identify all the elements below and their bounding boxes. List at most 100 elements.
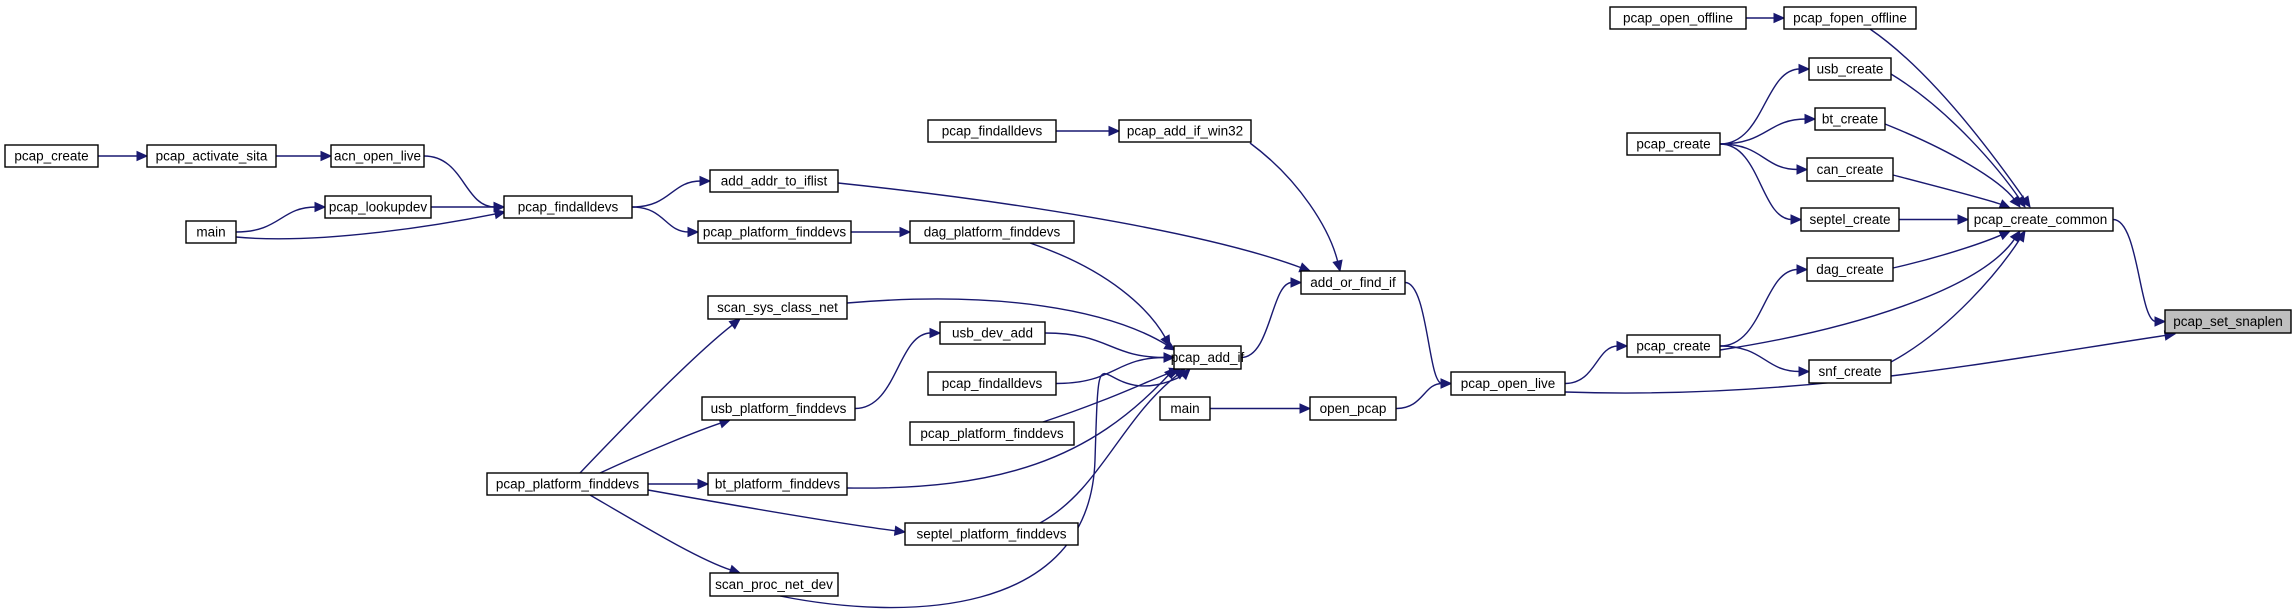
- node-box: [1309, 396, 1397, 421]
- edge-arrowhead: [2009, 195, 2021, 208]
- node-label: dag_create: [1816, 262, 1884, 277]
- node-septel-create[interactable]: septel_create: [1800, 207, 1900, 232]
- edge-line: [235, 213, 497, 240]
- node-findalldevs-mid[interactable]: pcap_findalldevs: [927, 371, 1057, 396]
- edge-line: [589, 494, 732, 571]
- node-label: bt_create: [1822, 112, 1878, 127]
- node-box: [1808, 359, 1892, 384]
- node-box: [1814, 107, 1886, 131]
- edge-line: [423, 155, 496, 208]
- edge-line: [1719, 238, 2016, 351]
- node-usb-create[interactable]: usb_create: [1808, 57, 1892, 81]
- node-label: usb_dev_add: [952, 326, 1033, 341]
- node-acn-open-live[interactable]: acn_open_live: [330, 144, 425, 168]
- node-septel-platform[interactable]: septel_platform_finddevs: [904, 522, 1079, 546]
- node-label: main: [1170, 401, 1199, 416]
- edge-line: [599, 422, 722, 474]
- node-open-live[interactable]: pcap_open_live: [1450, 371, 1566, 396]
- edge-pcap_create_top-to-septel_create: [1719, 143, 1803, 225]
- node-open-pcap[interactable]: open_pcap: [1309, 396, 1397, 421]
- node-platform-mid[interactable]: pcap_platform_finddevs: [909, 421, 1075, 446]
- edge-platform_left-to-scan_proc: [589, 494, 742, 575]
- edge-line: [579, 323, 734, 474]
- edge-platform_mid-to-pcap_add_if: [1039, 367, 1182, 424]
- edge-arrowhead: [697, 478, 710, 490]
- node-main-left[interactable]: main: [185, 220, 237, 244]
- node-set-snaplen[interactable]: pcap_set_snaplen: [2164, 309, 2292, 334]
- node-box: [330, 144, 425, 168]
- node-main-right[interactable]: main: [1159, 396, 1211, 421]
- node-label: pcap_create: [1636, 137, 1710, 152]
- edge-line: [1890, 73, 2021, 200]
- node-box: [503, 195, 633, 219]
- node-box: [1800, 207, 1900, 232]
- node-pcap-create-mid[interactable]: pcap_create: [1626, 334, 1721, 358]
- edge-findalldevs_top-to-add_if_win32: [1056, 125, 1121, 137]
- edge-arrowhead: [1998, 199, 2012, 209]
- edge-pcap_create_top-to-bt_create: [1719, 113, 1817, 145]
- edges-layer: [97, 12, 2177, 609]
- edge-arrowhead: [1163, 352, 1176, 363]
- node-label: pcap_platform_finddevs: [920, 426, 1064, 441]
- node-pcap-create-left[interactable]: pcap_create: [4, 144, 99, 168]
- edge-arrowhead: [2154, 316, 2167, 327]
- edge-line: [1240, 281, 1293, 359]
- edge-line: [1884, 123, 2016, 201]
- node-label: pcap_findalldevs: [518, 200, 619, 215]
- edge-arrowhead: [2014, 195, 2026, 209]
- node-box: [1626, 334, 1721, 358]
- edge-platform_left-to-septel_platform: [647, 489, 907, 536]
- node-platform-top[interactable]: pcap_platform_finddevs: [697, 220, 852, 244]
- edge-line: [1869, 28, 2026, 201]
- nodes-layer: pcap_set_snaplen pcap_create_common pcap_f…: [4, 6, 2292, 597]
- node-dag-platform[interactable]: dag_platform_finddevs: [909, 220, 1075, 244]
- node-platform-left[interactable]: pcap_platform_finddevs: [486, 472, 649, 496]
- node-pcap-add-if[interactable]: pcap_add_if: [1171, 345, 1245, 370]
- node-add-if-win32[interactable]: pcap_add_if_win32: [1118, 119, 1252, 143]
- node-box: [1300, 270, 1406, 295]
- node-box: [1967, 207, 2114, 232]
- edge-arrowhead: [493, 201, 506, 213]
- node-bt-platform[interactable]: bt_platform_finddevs: [707, 472, 848, 496]
- node-can-create[interactable]: can_create: [1806, 157, 1894, 182]
- node-create-common[interactable]: pcap_create_common: [1967, 207, 2114, 232]
- edge-acn_open_live-to-findalldevs_left: [423, 155, 506, 213]
- edge-scan_sys-to-pcap_add_if: [846, 298, 1177, 351]
- node-scan-sys[interactable]: scan_sys_class_net: [707, 295, 848, 320]
- node-box: [707, 295, 848, 320]
- node-findalldevs-top[interactable]: pcap_findalldevs: [927, 119, 1057, 143]
- node-dag-create[interactable]: dag_create: [1806, 257, 1894, 282]
- node-open-offline[interactable]: pcap_open_offline: [1609, 6, 1747, 30]
- edge-main_right-to-open_pcap: [1210, 403, 1312, 414]
- edge-scan_proc-to-pcap_add_if: [779, 368, 1191, 609]
- node-add-or-find-if[interactable]: add_or_find_if: [1300, 270, 1406, 295]
- edge-line: [837, 182, 1302, 269]
- node-label: septel_create: [1809, 212, 1890, 227]
- node-box: [909, 220, 1075, 244]
- edge-pcap_create_left-to-activate_sita: [97, 150, 149, 162]
- edge-line: [1564, 345, 1619, 385]
- node-snf-create[interactable]: snf_create: [1808, 359, 1892, 384]
- edge-line: [1890, 238, 2021, 363]
- edge-pcap_create_mid-to-dag_create: [1719, 264, 1809, 347]
- node-fopen-offline[interactable]: pcap_fopen_offline: [1783, 6, 1917, 30]
- node-pcap-create-top[interactable]: pcap_create: [1626, 132, 1721, 156]
- node-label: main: [196, 225, 225, 240]
- node-box: [1609, 6, 1747, 30]
- edge-activate_sita-to-acn_open_live: [275, 150, 333, 162]
- node-add-addr[interactable]: add_addr_to_iflist: [709, 169, 839, 193]
- node-activate-sita[interactable]: pcap_activate_sita: [146, 144, 277, 168]
- edge-line: [1039, 374, 1179, 524]
- node-lookupdev[interactable]: pcap_lookupdev: [324, 195, 432, 219]
- edge-line: [1044, 332, 1166, 359]
- node-findalldevs-left[interactable]: pcap_findalldevs: [503, 195, 633, 219]
- node-usb-dev-add[interactable]: usb_dev_add: [939, 321, 1046, 345]
- node-bt-create[interactable]: bt_create: [1814, 107, 1886, 131]
- node-label: add_addr_to_iflist: [721, 174, 828, 189]
- node-scan-proc[interactable]: scan_proc_net_dev: [709, 572, 839, 597]
- node-usb-platform[interactable]: usb_platform_finddevs: [701, 396, 856, 421]
- node-box: [909, 421, 1075, 446]
- edge-bt_platform-to-pcap_add_if: [846, 367, 1176, 489]
- node-box: [927, 371, 1057, 396]
- edge-arrowhead: [1616, 340, 1629, 352]
